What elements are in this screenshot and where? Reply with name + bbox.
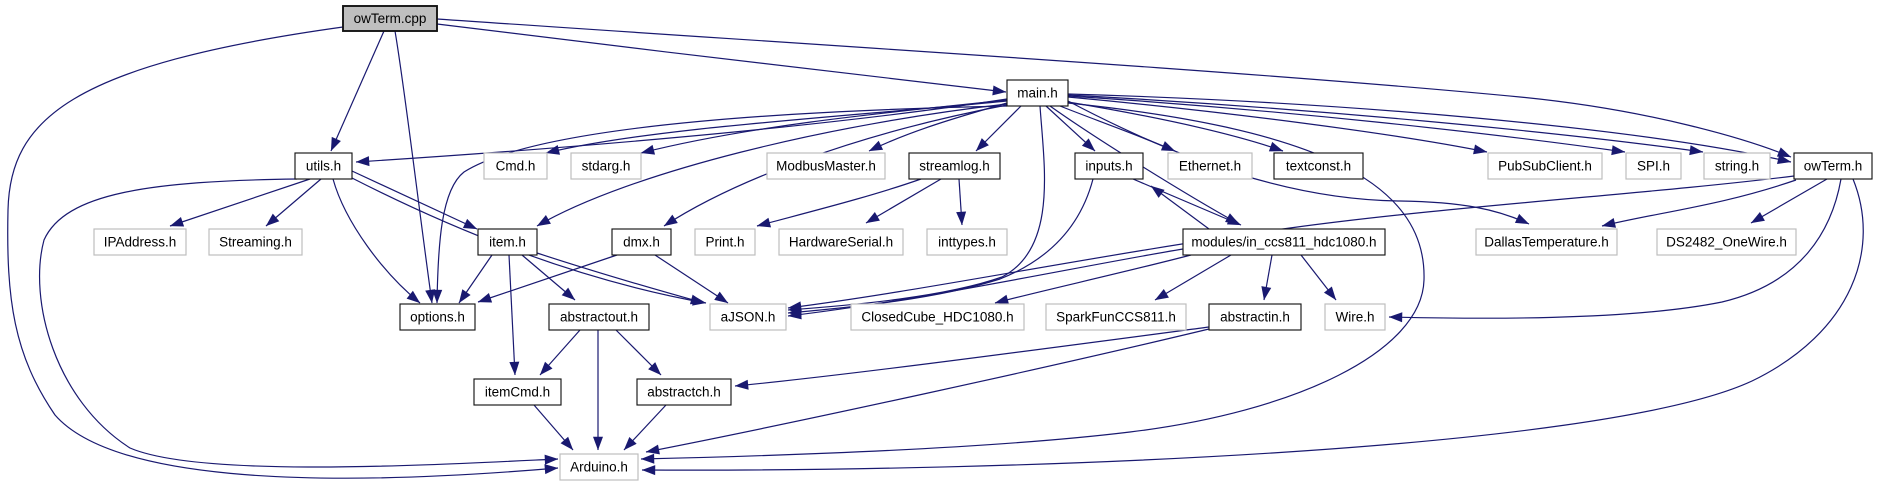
svg-text:string.h: string.h	[1715, 159, 1759, 174]
svg-text:ModbusMaster.h: ModbusMaster.h	[776, 159, 876, 174]
svg-text:aJSON.h: aJSON.h	[721, 310, 776, 325]
svg-text:inttypes.h: inttypes.h	[938, 235, 996, 250]
svg-text:DS2482_OneWire.h: DS2482_OneWire.h	[1666, 235, 1787, 250]
svg-text:Ethernet.h: Ethernet.h	[1179, 159, 1241, 174]
svg-text:main.h: main.h	[1017, 86, 1058, 101]
svg-text:abstractout.h: abstractout.h	[560, 310, 638, 325]
svg-text:Cmd.h: Cmd.h	[496, 159, 536, 174]
svg-text:Streaming.h: Streaming.h	[219, 235, 292, 250]
svg-text:Wire.h: Wire.h	[1335, 310, 1374, 325]
svg-text:owTerm.h: owTerm.h	[1804, 159, 1863, 174]
svg-text:SPI.h: SPI.h	[1637, 159, 1670, 174]
svg-text:PubSubClient.h: PubSubClient.h	[1498, 159, 1592, 174]
svg-text:abstractin.h: abstractin.h	[1220, 310, 1290, 325]
svg-text:streamlog.h: streamlog.h	[919, 159, 990, 174]
svg-text:Print.h: Print.h	[705, 235, 744, 250]
svg-text:utils.h: utils.h	[306, 159, 341, 174]
svg-text:stdarg.h: stdarg.h	[582, 159, 631, 174]
svg-text:item.h: item.h	[489, 235, 526, 250]
svg-text:Arduino.h: Arduino.h	[570, 460, 628, 475]
svg-text:owTerm.cpp: owTerm.cpp	[354, 11, 427, 26]
svg-text:abstractch.h: abstractch.h	[647, 385, 721, 400]
svg-text:itemCmd.h: itemCmd.h	[485, 385, 550, 400]
svg-text:HardwareSerial.h: HardwareSerial.h	[789, 235, 893, 250]
svg-text:dmx.h: dmx.h	[623, 235, 660, 250]
svg-text:DallasTemperature.h: DallasTemperature.h	[1484, 235, 1609, 250]
svg-text:textconst.h: textconst.h	[1286, 159, 1351, 174]
svg-text:IPAddress.h: IPAddress.h	[104, 235, 177, 250]
svg-text:modules/in_ccs811_hdc1080.h: modules/in_ccs811_hdc1080.h	[1191, 235, 1376, 250]
svg-text:SparkFunCCS811.h: SparkFunCCS811.h	[1056, 310, 1176, 325]
svg-text:inputs.h: inputs.h	[1085, 159, 1132, 174]
svg-text:options.h: options.h	[410, 310, 465, 325]
svg-text:ClosedCube_HDC1080.h: ClosedCube_HDC1080.h	[861, 310, 1013, 325]
